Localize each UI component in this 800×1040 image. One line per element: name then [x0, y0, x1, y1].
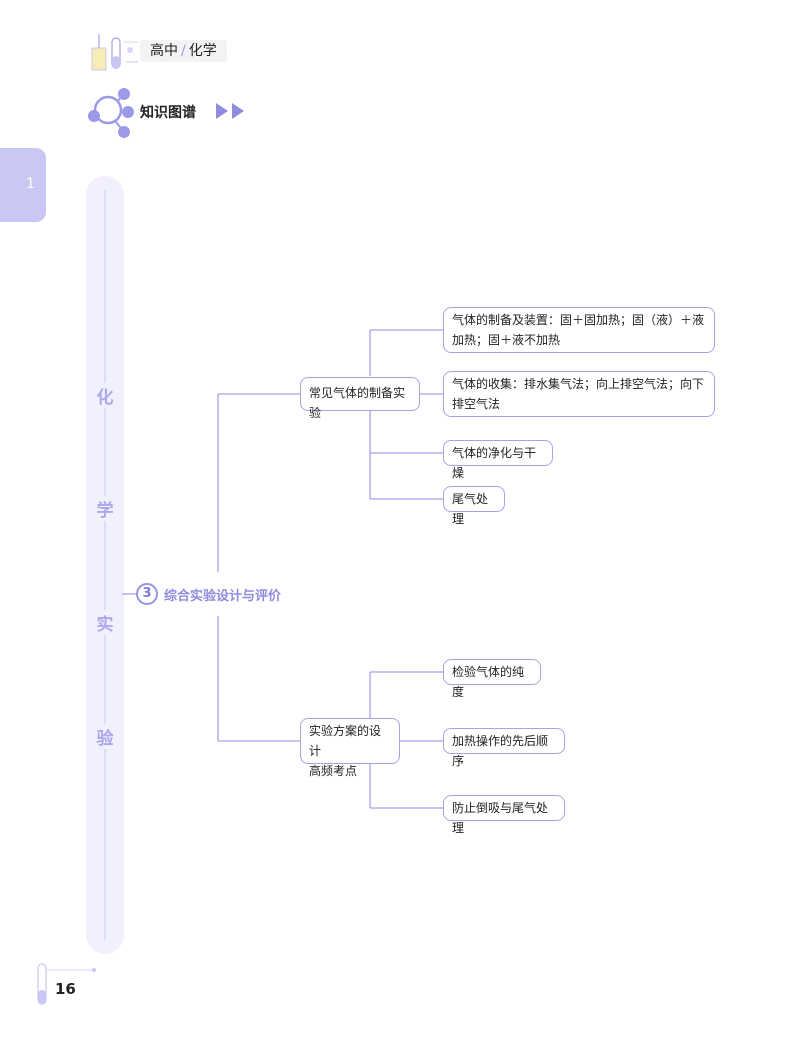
- band-char-shi: 实: [86, 610, 124, 635]
- leaf-gas-collection: 气体的收集：排水集气法；向上排空气法；向下排空气法: [443, 371, 715, 417]
- chapter-tab[interactable]: 1: [0, 148, 46, 222]
- topic-title: 综合实验设计与评价: [164, 589, 282, 604]
- band-char-xue: 学: [86, 496, 124, 521]
- lab-apparatus-icon: [91, 34, 138, 71]
- breadcrumb: 高中/化学: [140, 40, 227, 62]
- leaf-heating-order: 加热操作的先后顺序: [443, 728, 565, 768]
- breadcrumb-subject: 化学: [188, 43, 217, 59]
- breadcrumb-separator: /: [181, 43, 186, 59]
- leaf-prevent-backflow: 防止倒吸与尾气处理: [443, 795, 565, 835]
- band-char-yan: 验: [86, 724, 124, 749]
- footer-test-tube-icon: [37, 963, 96, 1005]
- double-arrow-icon: [216, 103, 244, 119]
- page-number: 16: [55, 980, 76, 998]
- chapter-tab-label: 1: [26, 176, 35, 192]
- leaf-tail-gas: 尾气处理: [443, 486, 505, 526]
- topic-number-badge: 3: [136, 583, 158, 605]
- branch-gas-preparation: 常见气体的制备实验: [300, 377, 420, 420]
- section-title: 知识图谱: [140, 105, 196, 121]
- knowledge-map-icon: [88, 88, 134, 138]
- band-line: [104, 190, 106, 940]
- band-char-hua: 化: [86, 383, 124, 408]
- leaf-gas-purification: 气体的净化与干燥: [443, 440, 553, 480]
- leaf-gas-purity: 检验气体的纯度: [443, 659, 541, 699]
- branch-experiment-design: 实验方案的设计 高频考点: [300, 718, 400, 778]
- leaf-gas-apparatus: 气体的制备及装置：固＋固加热；固（液）＋液加热；固＋液不加热: [443, 307, 715, 353]
- breadcrumb-stage: 高中: [150, 43, 178, 59]
- branch-experiment-design-line1: 实验方案的设计: [309, 724, 382, 758]
- branch-experiment-design-line2: 高频考点: [309, 764, 358, 778]
